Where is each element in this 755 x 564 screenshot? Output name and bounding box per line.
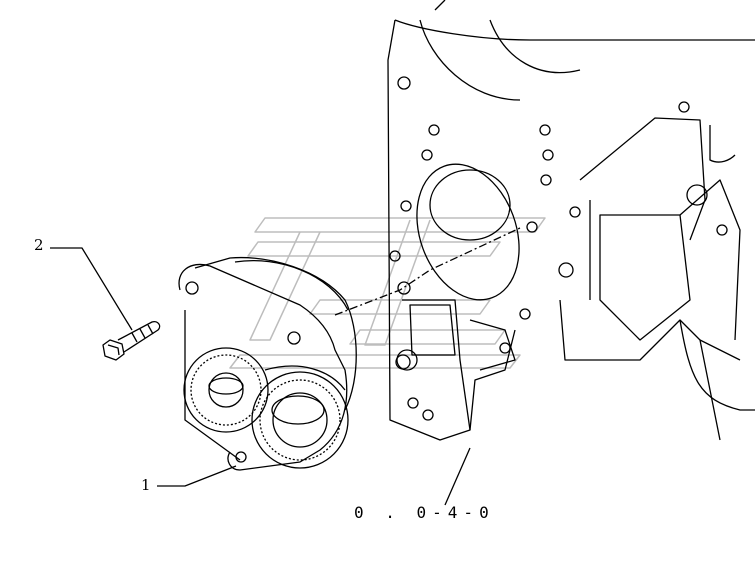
reference-number: 0 . 0-4-0 <box>354 503 495 522</box>
bolt <box>102 320 161 361</box>
callout-1-leader <box>157 465 237 487</box>
engine-housing <box>387 0 755 441</box>
oil-pump <box>178 256 357 471</box>
callout-label-2: 2 <box>34 236 45 254</box>
watermark-logo <box>229 217 546 369</box>
callout-2-leader <box>50 247 133 331</box>
reference-leader <box>444 447 471 506</box>
callout-label-1: 1 <box>141 476 152 494</box>
assembly-axis-line <box>334 227 521 316</box>
